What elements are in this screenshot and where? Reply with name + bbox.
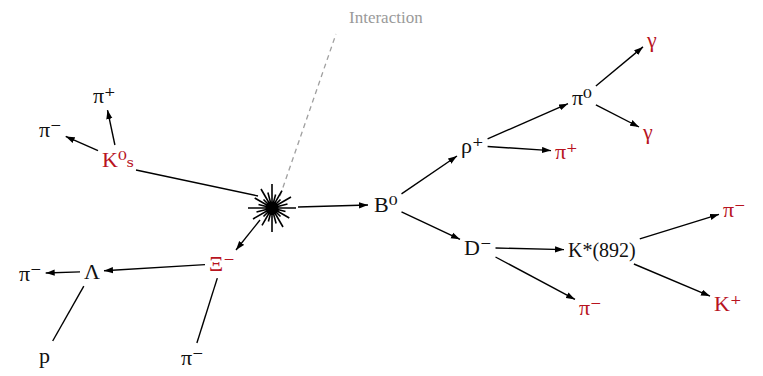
- particle-label: K⁰ₛ: [102, 147, 134, 172]
- particle-node: π⁰: [570, 85, 594, 110]
- particle-node: π⁻: [721, 197, 748, 222]
- particle-label: K⁺: [714, 291, 742, 316]
- track-arrow: [298, 205, 368, 207]
- particle-node: γ: [645, 27, 659, 52]
- particle-node: π⁻: [37, 117, 64, 142]
- particle-label: π⁻: [19, 261, 42, 286]
- track-line: [136, 170, 258, 196]
- particle-node: π⁺: [553, 139, 580, 164]
- particle-label: π⁰: [572, 85, 592, 110]
- track-arrow: [236, 220, 260, 250]
- particle-label: π⁻: [579, 295, 602, 320]
- particle-node: π⁻: [577, 295, 604, 320]
- particle-node: K*(892): [566, 239, 638, 262]
- decay-arrow: [488, 104, 568, 139]
- particle-label: π⁺: [93, 83, 116, 108]
- particle-label: D⁻: [464, 235, 492, 260]
- particle-label: K*(892): [568, 239, 636, 261]
- particle-node: γ: [641, 119, 655, 144]
- decay-arrow: [634, 264, 710, 296]
- particle-node: K⁰ₛ: [100, 147, 136, 172]
- particle-label: γ: [647, 27, 657, 52]
- decay-arrow: [53, 286, 84, 341]
- particle-node: Λ: [82, 259, 102, 284]
- particle-node: ρ⁺: [459, 133, 486, 158]
- decay-arrow: [402, 212, 461, 239]
- particle-label: π⁺: [555, 139, 578, 164]
- particle-label: π⁻: [181, 345, 204, 370]
- burst-star: [248, 184, 296, 232]
- decay-arrow: [488, 147, 551, 151]
- particle-label: ρ⁺: [461, 133, 484, 158]
- particle-node: π⁺: [91, 83, 118, 108]
- particle-node: π⁻: [179, 345, 206, 370]
- particle-node: Ξ⁻: [207, 251, 237, 276]
- particle-label: p: [39, 343, 50, 368]
- particle-label: π⁻: [39, 117, 62, 142]
- particle-node: B⁰: [372, 192, 400, 217]
- decay-arrow: [46, 272, 80, 273]
- decay-arrow: [104, 265, 205, 271]
- decay-arrow: [66, 136, 98, 150]
- decay-arrow: [197, 278, 217, 343]
- annotation-label: Interaction: [349, 8, 423, 28]
- decay-arrow: [496, 257, 576, 299]
- decay-arrow: [402, 156, 458, 194]
- particle-label: γ: [643, 119, 653, 144]
- particle-label: Λ: [84, 259, 100, 284]
- particle-node: π⁻: [17, 261, 44, 286]
- particle-label: B⁰: [374, 192, 398, 217]
- particle-node: D⁻: [462, 235, 494, 260]
- particle-node: p: [37, 343, 52, 368]
- particle-node: K⁺: [712, 291, 744, 316]
- decay-arrow: [596, 47, 643, 86]
- decay-arrow: [108, 110, 115, 145]
- decay-arrow: [596, 105, 639, 127]
- particle-label: π⁻: [723, 197, 746, 222]
- decay-arrow: [640, 214, 719, 239]
- dashed-leader: [280, 34, 336, 196]
- particle-label: Ξ⁻: [209, 251, 235, 276]
- decay-arrow: [496, 248, 565, 250]
- burst-core: [267, 203, 277, 213]
